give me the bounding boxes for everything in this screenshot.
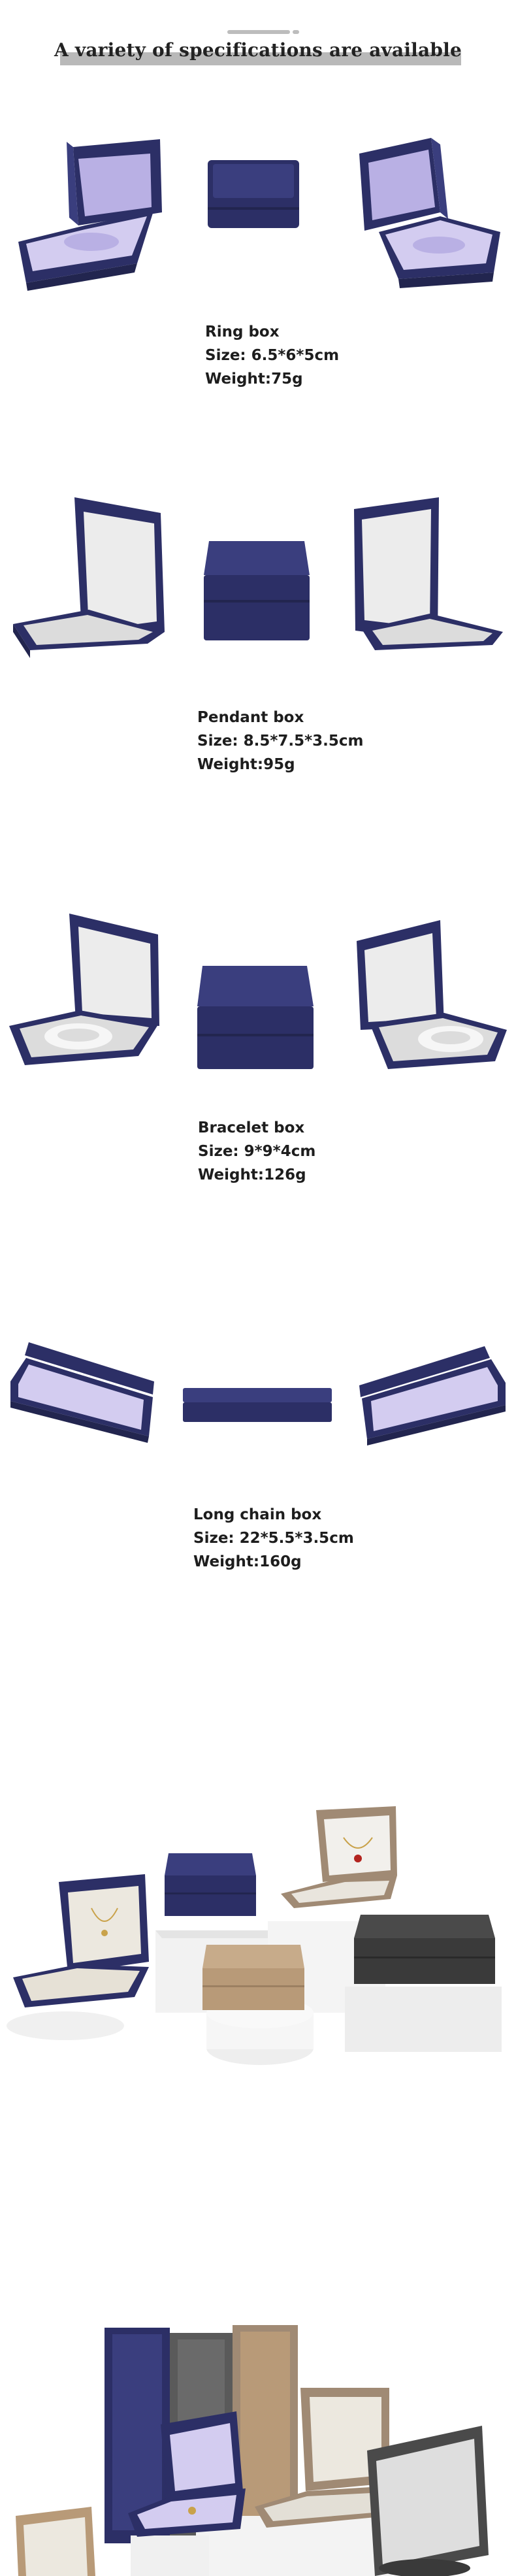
pendant-box-open-right-image [354,497,503,650]
header-underline-bar [60,52,461,65]
ring-box-closed-image [208,160,299,228]
header-decor-dot [293,30,299,34]
pendant-box-closed-image [204,541,310,640]
spec-name: Pendant box [197,709,304,726]
spec-size: Size: 22*5.5*3.5cm [193,1530,354,1547]
ring-box-open-left-image [18,139,162,291]
spec-name: Long chain box [193,1506,322,1523]
bracelet-box-open-left-image [9,914,159,1065]
ring-box-spec: Ring box Size: 6.5*6*5cm Weight:75g [205,320,339,391]
bracelet-box-closed-image [197,966,314,1069]
spec-size: Size: 8.5*7.5*3.5cm [197,733,364,750]
spec-name: Bracelet box [198,1119,305,1136]
long-chain-box-open-right-image [359,1346,506,1445]
long-chain-box-spec: Long chain box Size: 22*5.5*3.5cm Weight… [193,1503,354,1574]
long-chain-box-closed-image [183,1388,332,1422]
pendant-box-spec: Pendant box Size: 8.5*7.5*3.5cm Weight:9… [197,706,364,776]
spec-name: Ring box [205,323,280,340]
bracelet-box-open-right-image [357,920,507,1069]
header-decor-line [227,30,290,34]
spec-weight: Weight:75g [205,371,303,388]
page-title: A variety of specifications are availabl… [54,39,462,61]
product-collection-photo-1 [7,1806,502,2065]
bracelet-box-spec: Bracelet box Size: 9*9*4cm Weight:126g [198,1116,315,1187]
spec-size: Size: 9*9*4cm [198,1143,316,1160]
ring-box-open-right-image [359,138,500,288]
spec-size: Size: 6.5*6*5cm [205,347,340,364]
spec-weight: Weight:160g [193,1553,302,1570]
pendant-box-open-left-image [13,497,165,658]
spec-weight: Weight:126g [198,1166,306,1183]
product-collection-photo-2 [16,2325,489,2576]
spec-weight: Weight:95g [197,756,295,773]
long-chain-box-open-left-image [10,1342,154,1443]
